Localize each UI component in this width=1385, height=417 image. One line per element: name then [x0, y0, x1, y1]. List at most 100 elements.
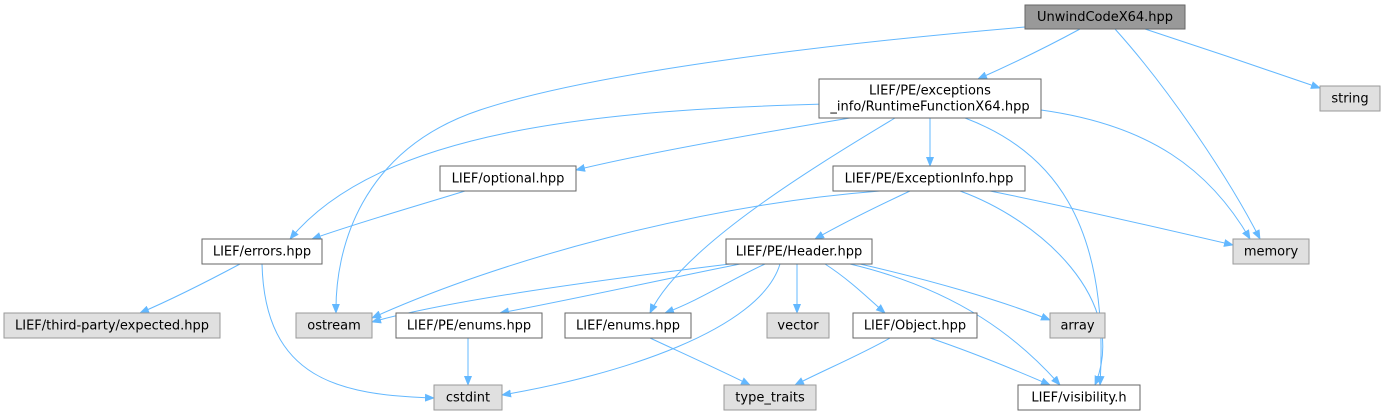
edge-line [1144, 28, 1321, 89]
edge-runtimefunctionx64-to-visibility [964, 117, 1105, 386]
edge-optional-to-errors [311, 190, 466, 240]
node-box [1017, 384, 1141, 411]
edge-line [794, 337, 891, 386]
node-box [395, 312, 543, 339]
node-optional[interactable]: LIEF/optional.hpp [439, 165, 577, 192]
edge-errors-to-cstdint [261, 263, 435, 402]
edge-enums-to-type_traits [649, 337, 751, 386]
edge-runtimefunctionx64-to-optional [575, 117, 851, 172]
node-type_traits: type_traits [723, 384, 817, 411]
edge-object-to-type_traits [794, 337, 891, 386]
node-box [725, 238, 873, 265]
edge-line [959, 190, 1104, 386]
edge-line [331, 26, 1026, 314]
edge-line [977, 28, 1081, 80]
edge-line [649, 117, 896, 314]
node-box [723, 384, 817, 411]
node-enums[interactable]: LIEF/enums.hpp [564, 312, 692, 339]
node-label: ostream [307, 319, 361, 334]
edge-line [824, 263, 886, 314]
node-label: UnwindCodeX64.hpp [1037, 10, 1173, 25]
node-label: LIEF/PE/enums.hpp [407, 319, 531, 334]
node-box [852, 312, 978, 339]
edge-line [649, 337, 751, 386]
edge-line [371, 190, 881, 319]
node-box [1024, 4, 1186, 30]
edge-line [929, 337, 1051, 386]
edge-header-to-cstdint [501, 263, 781, 398]
node-label: LIEF/PE/Header.hpp [736, 245, 863, 260]
edge-line [261, 263, 435, 402]
node-box [439, 165, 577, 192]
node-layer: UnwindCodeX64.hppLIEF/PE/exceptions_info… [3, 4, 1381, 411]
node-label: LIEF/enums.hpp [576, 319, 680, 334]
node-label: LIEF/optional.hpp [452, 172, 565, 187]
edge-line [139, 263, 241, 314]
edge-line [1040, 109, 1251, 240]
node-box [295, 312, 373, 339]
node-box [433, 384, 503, 411]
node-object[interactable]: LIEF/Object.hpp [852, 312, 978, 339]
node-box [564, 312, 692, 339]
edge-object-to-visibility [929, 337, 1051, 386]
edge-header-to-visibility [849, 263, 1061, 386]
node-memory: memory [1232, 238, 1310, 265]
node-runtimefunctionx64[interactable]: LIEF/PE/exceptions_info/RuntimeFunctionX… [818, 78, 1042, 119]
node-box [766, 312, 830, 339]
node-cstdint: cstdint [433, 384, 503, 411]
node-expected: LIEF/third-party/expected.hpp [3, 312, 221, 339]
node-ostream: ostream [295, 312, 373, 339]
node-header[interactable]: LIEF/PE/Header.hpp [725, 238, 873, 265]
node-visibility[interactable]: LIEF/visibility.h [1017, 384, 1141, 411]
edge-line [575, 117, 851, 172]
edge-line [989, 190, 1234, 247]
edge-layer [139, 26, 1321, 402]
edge-errors-to-expected [139, 263, 241, 314]
edge-unwindcodex64-to-string [1144, 28, 1321, 89]
edge-line [814, 190, 911, 240]
node-label: LIEF/errors.hpp [213, 245, 311, 260]
node-string: string [1319, 85, 1381, 112]
node-exceptioninfo[interactable]: LIEF/PE/ExceptionInfo.hpp [832, 165, 1026, 192]
node-label: LIEF/third-party/expected.hpp [15, 319, 209, 334]
node-box [832, 165, 1026, 192]
edge-line [499, 263, 741, 316]
edge-exceptioninfo-to-header [814, 190, 911, 240]
node-errors[interactable]: LIEF/errors.hpp [201, 238, 323, 265]
node-label: _info/RuntimeFunctionX64.hpp [829, 100, 1029, 115]
node-vector: vector [766, 312, 830, 339]
edge-runtimefunctionx64-to-enums [649, 117, 896, 314]
edge-runtimefunctionx64-to-errors [289, 103, 826, 240]
edge-exceptioninfo-to-ostream [371, 190, 881, 319]
node-box [3, 312, 221, 339]
edge-unwindcodex64-to-ostream [331, 26, 1026, 314]
edge-header-to-array [859, 263, 1051, 321]
edge-unwindcodex64-to-memory [1114, 28, 1261, 240]
edge-line [859, 263, 1051, 321]
node-label: LIEF/PE/exceptions [869, 84, 991, 99]
node-box [818, 78, 1042, 119]
node-label: cstdint [446, 391, 490, 406]
node-label: LIEF/visibility.h [1031, 391, 1126, 406]
edge-header-to-pe_enums [499, 263, 741, 316]
edge-unwindcodex64-to-runtimefunctionx64 [977, 28, 1081, 80]
node-array: array [1049, 312, 1106, 339]
edge-header-to-object [824, 263, 886, 314]
edge-line [289, 103, 826, 240]
edge-exceptioninfo-to-memory [989, 190, 1234, 247]
edge-line [849, 263, 1061, 386]
node-label: vector [777, 319, 819, 334]
node-label: type_traits [735, 391, 805, 406]
node-label: array [1060, 319, 1094, 334]
node-label: LIEF/Object.hpp [864, 319, 966, 334]
edge-runtimefunctionx64-to-memory [1040, 109, 1251, 240]
node-box [201, 238, 323, 265]
edge-line [1114, 28, 1261, 240]
node-label: memory [1244, 245, 1299, 260]
node-pe_enums[interactable]: LIEF/PE/enums.hpp [395, 312, 543, 339]
edge-line [311, 190, 466, 240]
edge-header-to-enums [664, 263, 766, 314]
node-label: LIEF/PE/ExceptionInfo.hpp [845, 172, 1014, 187]
edge-exceptioninfo-to-visibility [959, 190, 1104, 386]
node-box [1049, 312, 1106, 339]
